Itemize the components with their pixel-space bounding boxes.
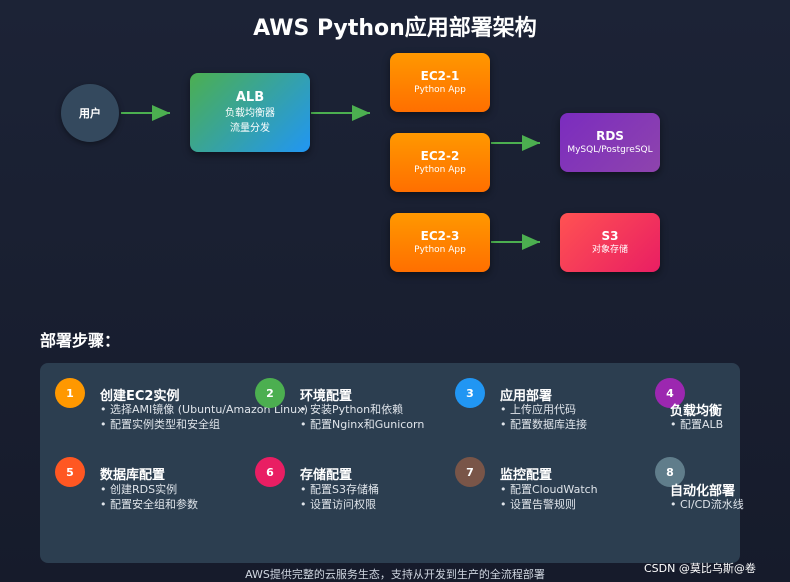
step-5-item-2: • 配置安全组和参数: [100, 498, 198, 511]
ec2-3-title: EC2-3: [420, 229, 460, 243]
rds-node: RDS MySQL/PostgreSQL: [560, 113, 660, 172]
step-3-title: 应用部署: [500, 389, 553, 404]
ec2-2-sub: Python App: [414, 165, 466, 175]
step-5-title: 数据库配置: [100, 468, 166, 483]
step-8-item-1: • CI/CD流水线: [670, 498, 744, 511]
connector-arrows: [121, 105, 540, 250]
step-6-number: 6: [255, 457, 285, 487]
step-6-title: 存储配置: [300, 468, 353, 483]
step-1-item-2: • 配置实例类型和安全组: [100, 418, 220, 431]
step-3-number: 3: [455, 378, 485, 408]
step-2-item-2: • 配置Nginx和Gunicorn: [300, 418, 425, 431]
step-7-number: 7: [455, 457, 485, 487]
ec2-2-title: EC2-2: [420, 149, 460, 163]
step-4-title: 负载均衡: [670, 404, 723, 419]
user-label: 用户: [79, 107, 101, 120]
alb-title: ALB: [235, 89, 265, 105]
step-2-title: 环境配置: [300, 389, 353, 404]
step-8-title: 自动化部署: [670, 484, 736, 499]
step-3-item-1: • 上传应用代码: [500, 403, 576, 416]
step-7-item-1: • 配置CloudWatch: [500, 483, 598, 496]
alb-node: ALB 负载均衡器 流量分发: [190, 73, 310, 152]
ec2-1-sub: Python App: [414, 85, 466, 95]
s3-sub: 对象存储: [591, 245, 628, 255]
s3-node: S3 对象存储: [560, 213, 660, 272]
step-4-number: 4: [655, 378, 685, 408]
steps-panel: [40, 363, 740, 563]
watermark: CSDN @莫比乌斯@卷: [644, 562, 756, 575]
alb-line1: 负载均衡器: [225, 107, 275, 119]
step-6-item-1: • 配置S3存储桶: [300, 483, 379, 496]
step-4-item-1: • 配置ALB: [670, 418, 724, 431]
step-7-title: 监控配置: [500, 468, 553, 483]
ec2-2-node: EC2-2 Python App: [390, 133, 490, 192]
step-5-number: 5: [55, 457, 85, 487]
footer-caption: AWS提供完整的云服务生态，支持从开发到生产的全流程部署: [245, 568, 545, 581]
page-title: AWS Python应用部署架构: [253, 16, 537, 41]
step-2-item-1: • 安装Python和依赖: [300, 403, 404, 416]
user-node: 用户: [61, 84, 119, 142]
step-3-item-2: • 配置数据库连接: [500, 418, 587, 431]
rds-title: RDS: [596, 129, 624, 143]
step-1-title: 创建EC2实例: [100, 389, 180, 404]
step-5-item-1: • 创建RDS实例: [100, 483, 178, 496]
rds-sub: MySQL/PostgreSQL: [567, 145, 653, 155]
ec2-3-node: EC2-3 Python App: [390, 213, 490, 272]
step-2-number: 2: [255, 378, 285, 408]
ec2-1-node: EC2-1 Python App: [390, 53, 490, 112]
step-1-item-1: • 选择AMI镜像 (Ubuntu/Amazon Linux): [100, 403, 308, 416]
s3-title: S3: [601, 229, 619, 243]
alb-line2: 流量分发: [230, 122, 270, 134]
step-6-item-2: • 设置访问权限: [300, 498, 376, 511]
ec2-1-title: EC2-1: [420, 69, 460, 83]
steps-heading: 部署步骤：: [40, 331, 121, 350]
step-8-number: 8: [655, 457, 685, 487]
ec2-3-sub: Python App: [414, 245, 466, 255]
step-7-item-2: • 设置告警规则: [500, 498, 576, 511]
step-1-number: 1: [55, 378, 85, 408]
